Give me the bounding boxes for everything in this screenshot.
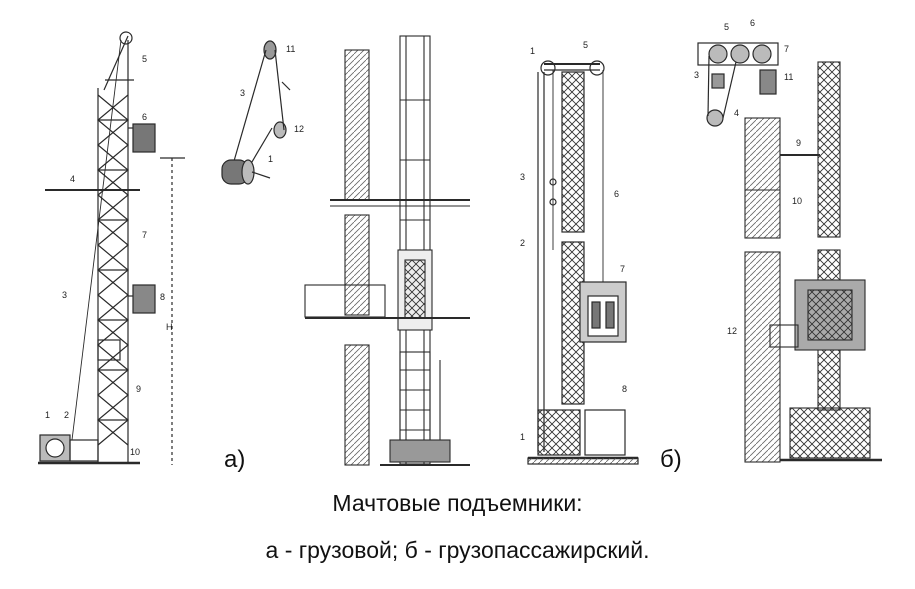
callout-b-7: 7	[620, 264, 625, 274]
freight-rope-detail	[221, 40, 291, 185]
callout-b-2: 2	[520, 238, 525, 248]
callout-a-7: 7	[142, 230, 147, 240]
passenger-lift-callouts: 1 5 3 6 2 7 8 1	[520, 40, 627, 442]
passenger-lift-front-view	[744, 61, 882, 463]
freight-lift-callouts: 5 6 4 7 3 8 9 1 2 10 H	[45, 54, 173, 457]
callout-b-1-bottom: 1	[520, 432, 525, 442]
callout-bd-4: 5	[724, 22, 729, 32]
passenger-lift-side-view	[527, 60, 639, 465]
dimension-h: H	[166, 322, 173, 332]
callout-ad-1: 1	[268, 154, 273, 164]
callout-a-9: 9	[136, 384, 141, 394]
caption-title: Мачтовые подъемники:	[332, 490, 583, 516]
callout-a-5: 5	[142, 54, 147, 64]
callout-bd-11: 4	[734, 108, 739, 118]
callout-ad-3: 3	[240, 88, 245, 98]
callout-bd-3: 3	[694, 70, 699, 80]
callout-b-8: 8	[622, 384, 627, 394]
callout-b-5: 5	[583, 40, 588, 50]
callout-b-3: 3	[520, 172, 525, 182]
callout-a-2: 2	[64, 410, 69, 420]
callout-a-3: 3	[62, 290, 67, 300]
callout-b-1-top: 1	[530, 46, 535, 56]
freight-lift-side-view	[38, 31, 185, 465]
callout-a-6: 6	[142, 112, 147, 122]
callout-a-1: 1	[45, 410, 50, 420]
passenger-pulley-detail	[697, 42, 779, 127]
panel-label-b: б)	[660, 446, 682, 473]
callout-a-10: 10	[130, 447, 140, 457]
callout-a-4: 4	[70, 174, 75, 184]
panel-label-a: а)	[224, 446, 246, 473]
callout-ad-12: 12	[294, 124, 304, 134]
freight-lift-front-view	[304, 35, 470, 466]
callout-bs-10: 10	[792, 196, 802, 206]
callout-bd-5: 6	[750, 18, 755, 28]
callout-bs-9: 9	[796, 138, 801, 148]
callout-ad-11: 11	[286, 44, 295, 54]
callout-bs-12: 12	[727, 326, 737, 336]
caption-legend: а - грузовой; б - грузопассажирский.	[265, 537, 650, 563]
callout-bd-7: 11	[784, 72, 793, 82]
callout-b-6: 6	[614, 189, 619, 199]
callout-bd-6: 7	[784, 44, 789, 54]
callout-a-8: 8	[160, 292, 165, 302]
